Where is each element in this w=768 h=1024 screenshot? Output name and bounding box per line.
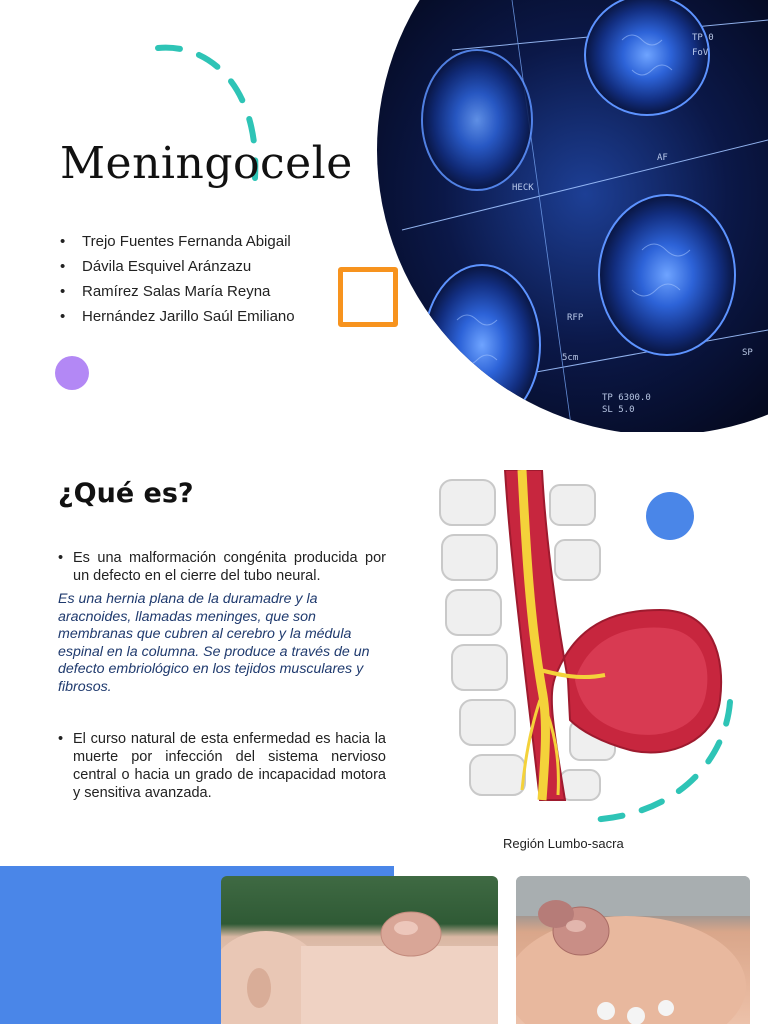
blue-circle-decoration [646,492,694,540]
authors-list: Trejo Fuentes Fernanda Abigail Dávila Es… [60,229,295,329]
teal-dashed-arc [155,44,259,181]
svg-text:TP 0: TP 0 [692,33,714,43]
definition-paragraph: Es una hernia plana de la duramadre y la… [58,591,370,695]
bullet-icon: • [58,550,64,566]
infant-meningocele-photo [516,876,750,1024]
bullet-definition: • Es una malformación congénita producid… [58,549,386,585]
svg-text:HECK: HECK [512,183,534,193]
svg-text:AF: AF [657,153,668,163]
svg-text:SP: SP [742,348,753,358]
section-heading: ¿Qué es? [58,478,194,509]
definition-slide: ¿Qué es? • Es una malformación congénita… [0,432,768,1024]
bullet-icon: • [58,731,64,747]
author-item: Trejo Fuentes Fernanda Abigail [60,229,295,254]
svg-text:FoV: FoV [692,48,709,58]
bullet-prognosis: • El curso natural de esta enfermedad es… [58,730,386,802]
brain-mri-image: TP 0 FoV AF RFP 5cm TP 6300.0 SL 5.0 HEC… [362,0,768,432]
svg-text:TP 6300.0: TP 6300.0 [602,393,651,403]
author-item: Dávila Esquivel Aránzazu [60,254,295,279]
svg-text:RFP: RFP [567,313,584,323]
brain-mri-graphic: TP 0 FoV AF RFP 5cm TP 6300.0 SL 5.0 HEC… [377,0,768,432]
title-slide: TP 0 FoV AF RFP 5cm TP 6300.0 SL 5.0 HEC… [0,0,768,432]
svg-text:5cm: 5cm [562,353,578,363]
author-item: Ramírez Salas María Reyna [60,279,295,304]
teal-dashed-arc [584,699,733,823]
purple-circle-decoration [55,356,89,390]
bullet-text: El curso natural de esta enfermedad es h… [73,731,386,801]
spine-meningocele-illustration [430,470,730,810]
slide-title: Meningocele [60,138,353,189]
infant-meningocele-photo [221,876,498,1024]
orange-square-decoration [338,267,398,327]
image-caption: Región Lumbo-sacra [503,836,624,851]
bullet-text: Es una malformación congénita producida … [73,550,386,584]
author-item: Hernández Jarillo Saúl Emiliano [60,304,295,329]
svg-text:SL 5.0: SL 5.0 [602,405,635,415]
